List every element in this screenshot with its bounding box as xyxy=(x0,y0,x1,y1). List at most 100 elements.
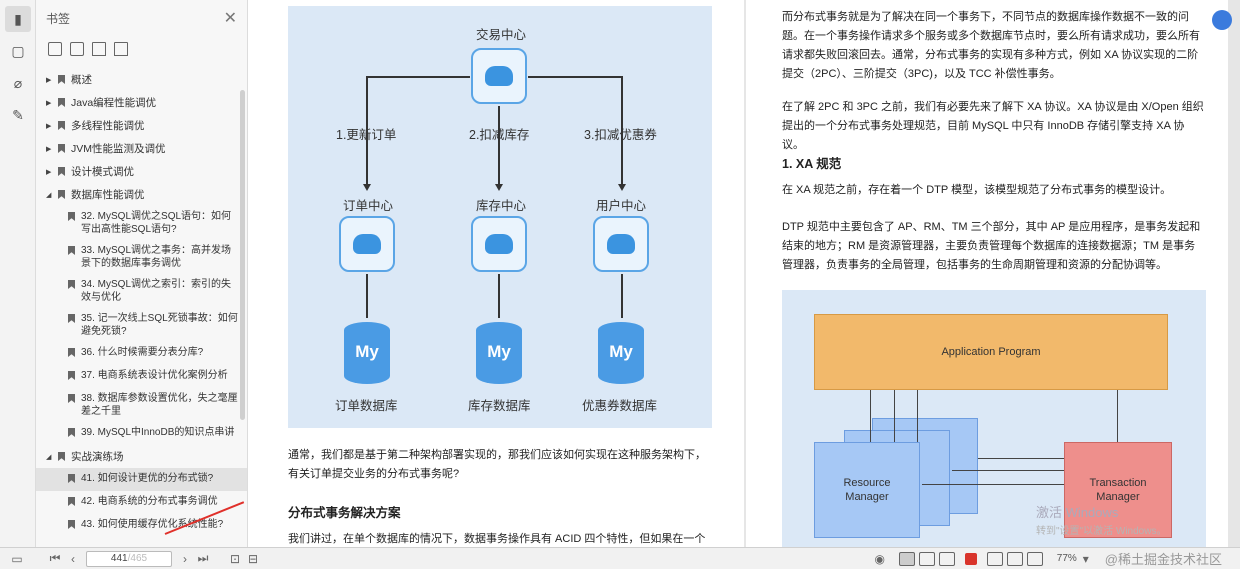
book-view-icon[interactable] xyxy=(938,551,955,566)
expand-arrow-icon[interactable]: ▶ xyxy=(46,145,52,153)
bookmark-icon[interactable] xyxy=(114,42,128,56)
add-bookmark-icon[interactable] xyxy=(92,42,106,56)
tree-child-item[interactable]: 37. 电商系统表设计优化案例分析 xyxy=(36,365,247,388)
application-program-box: Application Program xyxy=(814,314,1168,390)
service-label: 库存中心 xyxy=(476,199,527,213)
connector-line xyxy=(917,390,918,442)
paragraph: 在 XA 规范之前，存在着一个 DTP 模型，该模型规范了分布式事务的模型设计。 xyxy=(782,184,1172,196)
architecture-diagram: 交易中心 1.更新订单 2.扣减库存 3.扣减优惠券 订单中心 库存中心 用户中… xyxy=(288,6,712,428)
site-watermark: @稀土掘金技术社区 xyxy=(1104,552,1222,567)
play-icon[interactable] xyxy=(964,552,977,565)
expand-arrow-icon[interactable]: ▶ xyxy=(46,122,52,130)
tree-child-item[interactable]: 36. 什么时候需要分表分库? xyxy=(36,342,247,365)
bookmark-icon xyxy=(58,98,65,107)
panel-toggle-icon[interactable]: ▭ xyxy=(11,551,23,566)
bookmark-icon xyxy=(68,348,75,357)
tree-node[interactable]: ▶Java编程性能调优 xyxy=(46,97,157,109)
mysql-db-icon: My xyxy=(598,322,644,384)
bookmark-icon xyxy=(68,314,75,323)
fit-page-icon[interactable] xyxy=(1006,551,1023,566)
last-page-icon[interactable]: ⏭ xyxy=(197,551,209,565)
tree-node[interactable]: ▶JVM性能监测及调优 xyxy=(46,143,166,155)
tree-child-item[interactable]: 34. MySQL调优之索引：索引的失效与优化 xyxy=(36,274,247,308)
connector-line xyxy=(366,76,470,78)
bookmark-panel-icon[interactable]: ▮ xyxy=(5,6,31,32)
prev-page-icon[interactable]: ‹ xyxy=(71,551,75,566)
paragraph: 而分布式事务就是为了解决在同一个事务下，不同节点的数据库操作数据不一致的问题。在… xyxy=(782,11,1200,80)
tree-child-item-selected[interactable]: 41. 如何设计更优的分布式锁? xyxy=(36,468,247,491)
collapse-arrow-icon[interactable]: ◢ xyxy=(46,191,52,199)
thumbnail-icon[interactable]: ▢ xyxy=(11,42,25,59)
expand-all-icon[interactable] xyxy=(48,42,62,56)
zoom-level[interactable]: 77% xyxy=(1056,553,1077,564)
sidebar-toolbar xyxy=(36,36,247,62)
tree-child-item[interactable]: 33. MySQL调优之事务：高并发场景下的数据库事务调优 xyxy=(36,240,247,274)
section-heading: 1. XA 规范 xyxy=(782,157,842,171)
paragraph: 在了解 2PC 和 3PC 之前，我们有必要先来了解下 XA 协议。XA 协议是… xyxy=(782,101,1204,151)
tree-child-item[interactable]: 39. MySQL中InnoDB的知识点串讲 xyxy=(36,422,247,445)
paragraph: 通常，我们都是基于第二种架构部署实现的，那我们应该如何实现在这种服务架构下，有关… xyxy=(288,449,706,480)
single-page-view-icon[interactable] xyxy=(898,551,915,566)
tree-node[interactable]: ▶多线程性能调优 xyxy=(46,120,145,132)
next-page-icon[interactable]: › xyxy=(183,551,187,566)
tree-node[interactable]: ◢实战演练场 xyxy=(46,451,124,463)
bookmark-icon xyxy=(68,246,75,255)
eye-icon[interactable]: ◉ xyxy=(874,551,886,566)
tree-child-item[interactable]: 42. 电商系统的分布式事务调优 xyxy=(36,491,247,514)
rotate-icon[interactable]: ⊡ xyxy=(229,551,241,566)
total-pages: /465 xyxy=(127,553,148,564)
tree-node[interactable]: ▶概述 xyxy=(46,74,92,86)
service-label: 用户中心 xyxy=(596,199,647,213)
bookmark-icon xyxy=(68,497,75,506)
two-page-view-icon[interactable] xyxy=(918,551,935,566)
status-bar: ▭ ⏮ ‹ 441/465 › ⏭ ⊡ ⊟ ◉ 77% ▾ @稀土掘金技术社区 xyxy=(0,547,1240,569)
tree-node[interactable]: ▶设计模式调优 xyxy=(46,166,134,178)
connector-line xyxy=(498,274,500,318)
connector-line xyxy=(366,274,368,318)
section-heading: 分布式事务解决方案 xyxy=(288,506,401,520)
bookmark-icon xyxy=(68,212,75,221)
tree-child-item[interactable]: 43. 如何使用缓存优化系统性能? xyxy=(36,514,247,537)
first-page-icon[interactable]: ⏮ xyxy=(49,551,61,565)
assistant-icon[interactable] xyxy=(1212,10,1232,30)
collapse-all-icon[interactable] xyxy=(70,42,84,56)
tree-child-item[interactable]: 38. 数据库参数设置优化，失之毫厘差之千里 xyxy=(36,388,247,422)
fit-width-icon[interactable] xyxy=(986,551,1003,566)
export-icon[interactable]: ⊟ xyxy=(247,551,259,566)
cloud-server-icon xyxy=(471,48,527,104)
transaction-manager-box: Transaction Manager xyxy=(1064,442,1172,538)
close-icon[interactable]: ✕ xyxy=(223,10,237,27)
tree-child-item[interactable]: 35. 记一次线上SQL死锁事故：如何避免死锁? xyxy=(36,308,247,342)
expand-arrow-icon[interactable]: ▶ xyxy=(46,99,52,107)
connector-line xyxy=(498,106,500,186)
bookmark-icon xyxy=(68,520,75,529)
tree-child-item[interactable]: 32. MySQL调优之SQL语句：如何写出高性能SQL语句? xyxy=(36,206,247,240)
bookmark-icon xyxy=(58,75,65,84)
attachment-icon[interactable]: ⌀ xyxy=(13,74,23,91)
connector-line xyxy=(621,76,623,186)
page-number-input[interactable]: 441/465 xyxy=(86,550,172,567)
connector-line xyxy=(922,484,1064,485)
bookmark-icon xyxy=(68,428,75,437)
tree-node[interactable]: ◢数据库性能调优 xyxy=(46,189,145,201)
sidebar-scrollbar[interactable] xyxy=(240,90,245,420)
bookmark-icon xyxy=(58,121,65,130)
arrow-head xyxy=(495,184,503,191)
step-label: 2.扣减库存 xyxy=(469,128,530,142)
zoom-dropdown-icon[interactable]: ▾ xyxy=(1082,551,1089,566)
service-label: 订单中心 xyxy=(343,199,394,213)
expand-arrow-icon[interactable]: ▶ xyxy=(46,168,52,176)
cloud-server-icon xyxy=(471,216,527,272)
connector-line xyxy=(870,390,871,442)
paragraph: 我们讲过，在单个数据库的情况下，数据事务操作具有 ACID 四个特性，但如果在一… xyxy=(288,533,706,545)
db-label: 库存数据库 xyxy=(468,399,531,413)
expand-arrow-icon[interactable]: ▶ xyxy=(46,76,52,84)
actual-size-icon[interactable] xyxy=(1026,551,1043,566)
connector-line xyxy=(952,470,1064,471)
connector-line xyxy=(621,274,623,318)
collapse-arrow-icon[interactable]: ◢ xyxy=(46,453,52,461)
bookmark-icon xyxy=(68,371,75,380)
signature-icon[interactable]: ✎ xyxy=(12,106,24,123)
bookmark-icon xyxy=(58,190,65,199)
connector-line xyxy=(894,390,895,442)
